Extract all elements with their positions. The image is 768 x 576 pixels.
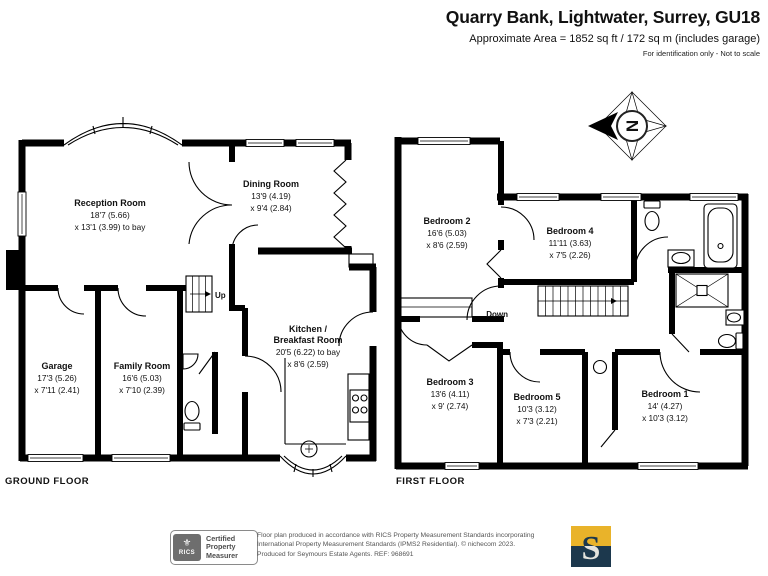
rics-badge: ⚜ RICS Certified Property Measurer (170, 530, 258, 565)
bay-window-reception (63, 117, 183, 146)
hob-icon (349, 389, 370, 423)
bay-window-kitchen (279, 455, 347, 477)
landing-symbol (592, 359, 608, 375)
room-label: Bedroom 4 (546, 226, 593, 236)
chimney (6, 250, 23, 290)
disclaimer-line2: International Property Measurement Stand… (257, 541, 516, 549)
svg-text:20'5 (6.22) to bay: 20'5 (6.22) to bay (276, 347, 341, 357)
room-label: Reception Room (74, 198, 146, 208)
kitchen-sink-icon (300, 440, 318, 458)
svg-text:x 7'3 (2.21): x 7'3 (2.21) (516, 416, 557, 426)
svg-text:x 7'5 (2.26): x 7'5 (2.26) (549, 250, 590, 260)
zigzag-window (333, 159, 347, 249)
rics-word: RICS (178, 550, 196, 556)
svg-text:16'6 (5.03): 16'6 (5.03) (122, 373, 162, 383)
header: Quarry Bank, Lightwater, Surrey, GU18 Ap… (446, 7, 760, 58)
room-label: Dining Room (243, 179, 299, 189)
disclaimer-line1: Floor plan produced in accordance with R… (257, 532, 535, 539)
door-arcs (57, 161, 374, 393)
sink-icon (667, 249, 695, 268)
svg-text:x 7'10 (2.39): x 7'10 (2.39) (119, 385, 165, 395)
svg-text:13'9 (4.19): 13'9 (4.19) (251, 191, 291, 201)
svg-text:x 10'3 (3.12): x 10'3 (3.12) (642, 413, 688, 423)
page-title: Quarry Bank, Lightwater, Surrey, GU18 (445, 7, 760, 27)
svg-text:11'11 (3.63): 11'11 (3.63) (549, 238, 592, 248)
seymours-logo: S (571, 526, 611, 567)
bifold-doors (426, 249, 502, 362)
stairs-up-label: Up (215, 291, 226, 300)
first-floor-plan: Bedroom 2 16'6 (5.03) x 8'6 (2.59) Bedro… (394, 137, 749, 487)
room-label: Bedroom 3 (426, 377, 473, 387)
svg-text:14' (4.27): 14' (4.27) (648, 401, 683, 411)
ground-floor-label: GROUND FLOOR (5, 476, 89, 487)
svg-text:16'6 (5.03): 16'6 (5.03) (427, 228, 467, 238)
room-label: Bedroom 5 (513, 392, 560, 402)
room-label: Kitchen / (289, 324, 328, 334)
svg-text:x 8'6 (2.59): x 8'6 (2.59) (426, 240, 467, 250)
shower-icon (675, 273, 729, 308)
room-label: Family Room (114, 361, 171, 371)
rics-lion-icon: ⚜ (182, 538, 192, 549)
north-letter: N (623, 120, 642, 132)
cupboard (348, 253, 374, 268)
disclaimer-note: For identification only - Not to scale (642, 49, 760, 58)
ensuite-toilet-icon (717, 332, 744, 350)
svg-text:10'3 (3.12): 10'3 (3.12) (517, 404, 557, 414)
ensuite-sink-icon (725, 309, 745, 326)
wardrobe (398, 297, 473, 318)
door-arcs (397, 206, 701, 448)
ground-floor-plan: Reception Room 18'7 (5.66) x 13'1 (3.99)… (5, 117, 377, 487)
svg-text:17'3 (5.26): 17'3 (5.26) (37, 373, 77, 383)
svg-text:x 9' (2.74): x 9' (2.74) (432, 401, 469, 411)
compass-icon: N (588, 90, 668, 162)
windows (417, 137, 739, 470)
s-letter: S (582, 530, 601, 567)
stairs-down (537, 285, 629, 317)
svg-text:x 9'4 (2.84): x 9'4 (2.84) (250, 203, 291, 213)
inner-walls (22, 143, 248, 458)
sink-icon (182, 353, 199, 370)
s-logo-navy (571, 546, 611, 567)
room-label: Garage (41, 361, 72, 371)
rics-logo: ⚜ RICS (173, 534, 201, 561)
room-label: Bedroom 2 (423, 216, 470, 226)
svg-text:Breakfast Room: Breakfast Room (273, 335, 342, 345)
stairs-up (185, 275, 213, 313)
svg-text:18'7 (5.66): 18'7 (5.66) (90, 210, 130, 220)
s-logo-gold (571, 526, 611, 546)
windows (17, 139, 335, 462)
svg-text:x 8'6 (2.59): x 8'6 (2.59) (287, 359, 328, 369)
toilet-icon (183, 400, 201, 431)
stairs-down-label: Down (486, 310, 508, 319)
svg-text:x 13'1 (3.99) to bay: x 13'1 (3.99) to bay (75, 222, 147, 232)
disclaimer-line3: Produced for Seymours Estate Agents. REF… (257, 550, 414, 558)
first-floor-label: FIRST FLOOR (396, 476, 465, 487)
footer-disclaimer: Floor plan produced in accordance with R… (257, 531, 557, 559)
room-label: Bedroom 1 (641, 389, 688, 399)
inner-walls (398, 141, 745, 466)
bathtub-icon (703, 203, 738, 269)
svg-text:13'6 (4.11): 13'6 (4.11) (431, 389, 470, 399)
rics-cert-text: Certified Property Measurer (206, 533, 238, 560)
toilet-icon (643, 200, 661, 232)
north-arrow (588, 112, 618, 140)
svg-text:x 7'11 (2.41): x 7'11 (2.41) (34, 385, 79, 395)
area-subtitle: Approximate Area = 1852 sq ft / 172 sq m… (469, 33, 760, 45)
